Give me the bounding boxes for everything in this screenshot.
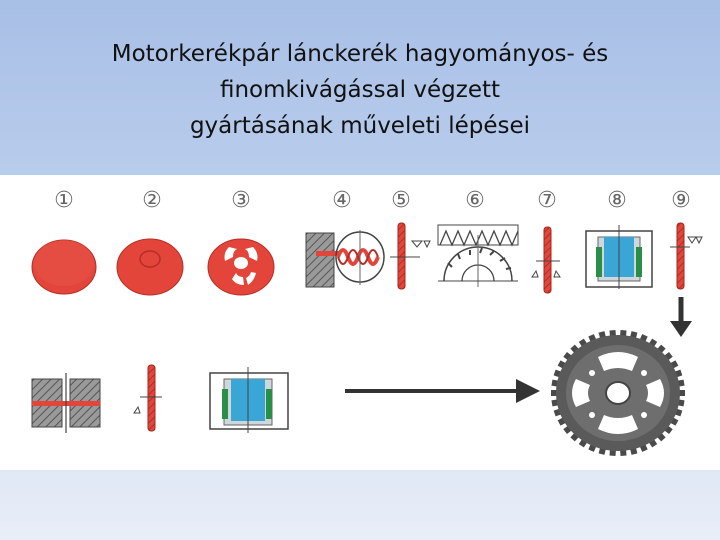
fineblanking-tooling [32,373,100,433]
title-line-2: finomkivágással végzett [0,72,720,108]
right-arrow [345,379,540,403]
step-number-5: ⑤ [391,188,411,213]
step-6-gear-cutting [438,225,518,287]
step-number-9: ⑨ [671,188,691,213]
title-line-3: gyártásának műveleti lépései [0,108,720,144]
step-number-7: ⑦ [537,188,557,213]
title-line-1: Motorkerékpár lánckerék hagyományos- és [0,36,720,72]
down-arrow [670,297,692,337]
step-8-hardening-fixture [586,225,652,289]
step-number-1: ① [54,188,74,213]
step-7-plate-section [532,227,560,293]
fineblank-hardening-fixture [210,367,288,433]
fineblanked-section [134,365,162,431]
step-number-2: ② [142,188,162,213]
step-number-3: ③ [231,188,251,213]
step-number-8: ⑧ [607,188,627,213]
step-number-6: ⑥ [465,188,485,213]
step-2-centered-disc [117,239,183,295]
step-number-4: ④ [332,188,352,213]
process-diagram-panel: ① ② ③ ④ ⑤ ⑥ ⑦ ⑧ ⑨ [0,175,720,470]
process-diagram: ① ② ③ ④ ⑤ ⑥ ⑦ ⑧ ⑨ [0,175,720,470]
finished-sprocket [551,330,685,456]
step-4-press-tooling [306,230,384,287]
step-3-cut-disc [208,239,274,295]
step-5-plate-section [390,223,430,289]
step-9-final-section [670,223,702,289]
step-1-blank-disc [32,240,96,294]
slide-title: Motorkerékpár lánckerék hagyományos- és … [0,36,720,144]
